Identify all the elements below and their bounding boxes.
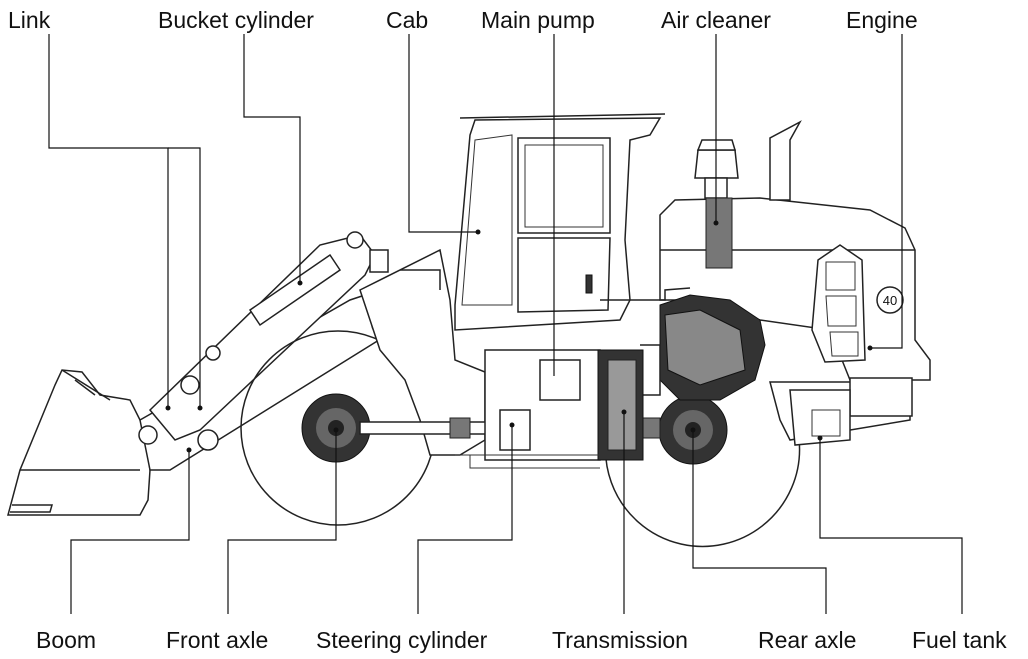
wheel-loader-drawing: 40: [7, 113, 931, 548]
label-cab: Cab: [386, 7, 428, 33]
label-boom: Boom: [36, 627, 96, 653]
cab-body: [454, 113, 666, 331]
label-bucket-cylinder: Bucket cylinder: [158, 7, 314, 33]
label-fuel-tank: Fuel tank: [912, 627, 1007, 653]
labels: Link Bucket cylinder Cab Main pump Air c…: [8, 7, 1007, 653]
model-badge: 40: [883, 293, 897, 308]
boom-arm: [138, 231, 401, 471]
leader-dots: [165, 220, 873, 453]
label-rear-axle: Rear axle: [758, 627, 856, 653]
label-transmission: Transmission: [552, 627, 688, 653]
label-engine: Engine: [846, 7, 918, 33]
leader-lines: [48, 34, 963, 614]
engine-block: [600, 287, 766, 401]
center-frame: [484, 349, 601, 461]
steering-cylinder-body: [455, 454, 610, 469]
bucket: [7, 369, 151, 516]
label-front-axle: Front axle: [166, 627, 268, 653]
label-main-pump: Main pump: [481, 7, 595, 33]
fuel-tank-body: [789, 389, 851, 446]
label-air-cleaner: Air cleaner: [661, 7, 771, 33]
transmission-unit: [597, 349, 644, 461]
front-frame: [359, 248, 486, 456]
label-steering-cylinder: Steering cylinder: [316, 627, 488, 653]
label-link: Link: [8, 7, 51, 33]
